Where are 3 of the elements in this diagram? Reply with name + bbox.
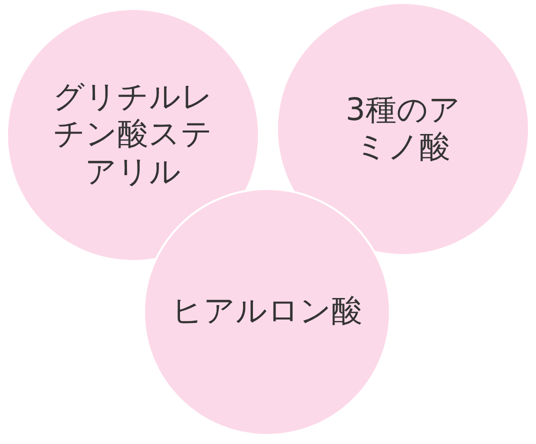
node-text: グリチルレチン酸ステアリル bbox=[52, 79, 214, 191]
node-text: 3種のアミノ酸 bbox=[344, 92, 462, 166]
node-text: ヒアルロン酸 bbox=[172, 293, 362, 331]
